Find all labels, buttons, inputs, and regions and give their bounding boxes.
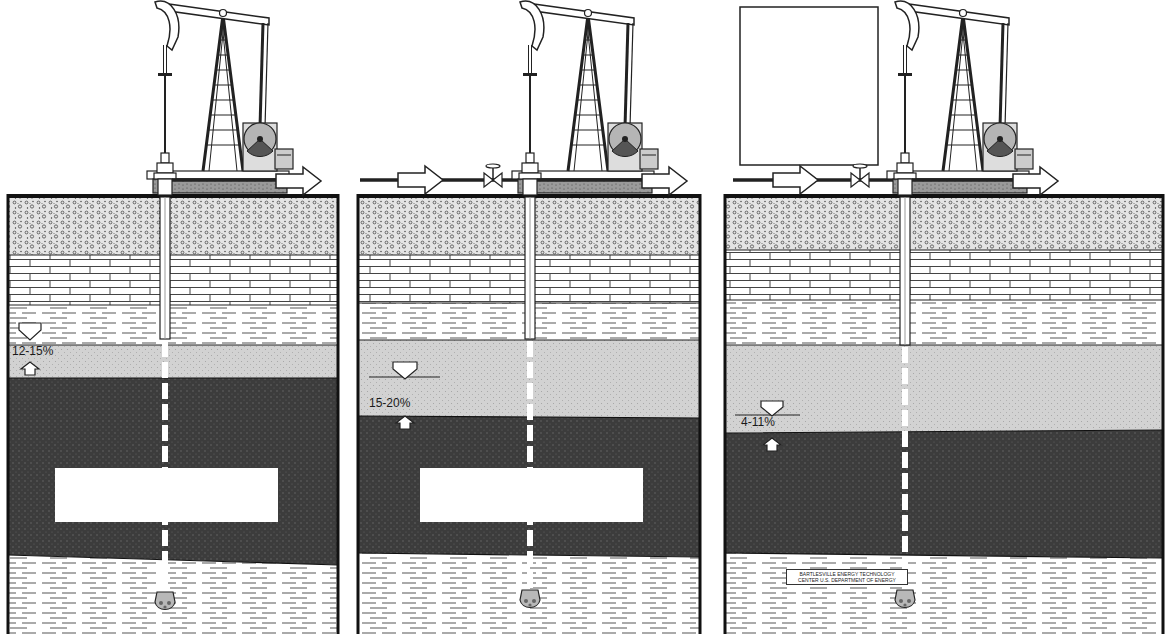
pump-jack [147, 1, 321, 195]
recovery-percentage: 15-20% [369, 397, 410, 410]
strata-panel [725, 300, 1163, 345]
strata-panel [8, 378, 338, 565]
flow-arrows [396, 416, 414, 429]
pump-jack [484, 164, 502, 187]
well-bore [525, 197, 535, 339]
strata-panel [725, 430, 1163, 558]
well-bore [900, 197, 910, 345]
flow-arrows [369, 362, 440, 429]
strata-panel [725, 345, 1163, 433]
recovery-percentage: 4-11% [741, 416, 775, 429]
flow-arrows [393, 362, 417, 379]
pump-jack [642, 167, 687, 195]
strata-panel [8, 194, 338, 634]
well-bore [165, 197, 166, 339]
well-bore [905, 197, 906, 345]
flow-arrows [763, 438, 781, 451]
well-bore [527, 341, 533, 590]
well-bore [155, 197, 175, 610]
pump-jack [147, 1, 295, 195]
strata-panel [8, 255, 338, 345]
strata-panel [8, 555, 338, 634]
strata-panel [725, 250, 1163, 345]
strata-panel [725, 553, 1163, 634]
strata-panel [725, 194, 1163, 634]
strata-panel [725, 250, 1163, 300]
pump-jack [512, 1, 660, 195]
strata-panel [8, 345, 338, 378]
pump-jack [851, 164, 869, 187]
pump-jack [1013, 167, 1058, 195]
pump-jack [398, 166, 443, 194]
flow-arrows [761, 401, 783, 416]
strata-panel [358, 194, 700, 634]
strata-panel [358, 194, 700, 634]
pump-jack [360, 1, 687, 195]
strata-panel [725, 194, 1163, 198]
flow-arrows [735, 401, 800, 451]
recovery-percentage: 12-15% [12, 345, 53, 358]
strata-panel [725, 194, 1163, 634]
strata-panel [8, 255, 338, 305]
well-bore [895, 197, 915, 608]
strata-panel [8, 305, 338, 345]
well-bore [530, 197, 531, 339]
well-bore [895, 590, 915, 608]
credit-box: BARTLESVILLE ENERGY TECHNOLOGY CENTER U.… [786, 569, 908, 585]
pump-jack [740, 7, 878, 165]
credit-text: BARTLESVILLE ENERGY TECHNOLOGY CENTER U.… [789, 571, 905, 583]
strata-panel [8, 194, 338, 634]
well-bore [520, 197, 540, 608]
well-bore [162, 341, 168, 592]
pump-jack [733, 1, 1058, 195]
strata-panel [725, 197, 1163, 250]
strata-panel [725, 430, 1163, 558]
well-bore [520, 590, 540, 608]
flow-arrows [19, 323, 41, 340]
flow-arrows [21, 362, 39, 375]
pump-jack [773, 166, 818, 194]
well-bore [155, 592, 175, 610]
pump-jack [887, 1, 1035, 195]
well-bore [160, 197, 170, 339]
pump-jack [276, 167, 321, 195]
strata-panel [8, 378, 338, 565]
well-bore [902, 347, 908, 590]
strata-panel [8, 194, 338, 198]
strata-panel [8, 197, 338, 255]
